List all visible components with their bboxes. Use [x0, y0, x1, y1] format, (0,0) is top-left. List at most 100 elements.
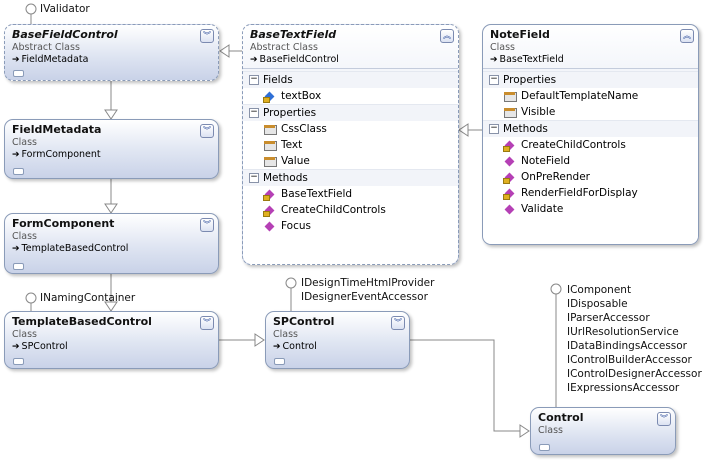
class-box-templatebasedcontrol[interactable]: TemplateBasedControl Class ➔SPControl ︾	[4, 311, 219, 369]
method-icon	[263, 221, 277, 232]
base-type: ➔BaseTextField	[490, 54, 676, 65]
collapse-minus-icon[interactable]: −	[489, 74, 499, 85]
collapse-minus-icon[interactable]: −	[489, 123, 499, 134]
property-icon	[263, 156, 277, 167]
section-header-fields[interactable]: −Fields	[243, 71, 458, 88]
class-box-spcontrol[interactable]: SPControl Class ➔Control ︾	[265, 311, 410, 369]
member-method[interactable]: BaseTextField	[243, 186, 458, 202]
class-kind: Class	[538, 425, 563, 436]
member-name: Focus	[281, 220, 311, 232]
member-property[interactable]: Value	[243, 153, 458, 169]
class-kind: Class	[273, 329, 298, 340]
class-box-control[interactable]: Control Class ︾	[530, 407, 676, 455]
base-type: ➔FormComponent	[12, 149, 196, 160]
collapse-handle-icon[interactable]	[13, 358, 24, 365]
class-name: FieldMetadata	[12, 123, 102, 136]
interface-label: IExpressionsAccessor	[567, 382, 680, 394]
member-property[interactable]: Text	[243, 137, 458, 153]
double-chevron-down-icon[interactable]: ︾	[657, 412, 671, 426]
section-header-properties[interactable]: −Properties	[243, 104, 458, 121]
method-icon	[263, 189, 277, 201]
interface-label: IDataBindingsAccessor	[567, 340, 688, 352]
double-chevron-up-icon[interactable]: ︽	[440, 29, 454, 43]
member-method[interactable]: CreateChildControls	[483, 137, 698, 153]
class-header: SPControl Class ➔Control ︾	[266, 312, 409, 356]
inherit-spcontrol-control	[409, 339, 520, 432]
inherit-arrowhead-6	[219, 44, 230, 58]
member-property[interactable]: DefaultTemplateName	[483, 88, 698, 104]
arrow-right-icon: ➔	[250, 55, 258, 65]
member-property[interactable]: CssClass	[243, 121, 458, 137]
method-icon	[263, 205, 277, 217]
base-type-name: FieldMetadata	[21, 54, 89, 65]
collapse-minus-icon[interactable]: −	[249, 172, 259, 183]
method-icon	[503, 204, 517, 215]
field-icon	[263, 91, 277, 103]
class-name: FormComponent	[12, 217, 115, 230]
class-box-basefieldcontrol[interactable]: BaseFieldControl Abstract Class ➔FieldMe…	[4, 24, 219, 81]
base-type-name: FormComponent	[21, 149, 101, 160]
double-chevron-down-icon[interactable]: ︾	[391, 316, 405, 330]
arrow-right-icon: ➔	[490, 55, 498, 65]
double-chevron-down-icon[interactable]: ︾	[200, 29, 214, 43]
method-icon	[503, 188, 517, 200]
interface-label-idesigntimehtmlprovider: IDesignTimeHtmlProvider	[301, 277, 435, 289]
member-method[interactable]: CreateChildControls	[243, 202, 458, 218]
property-icon	[503, 91, 517, 102]
section-label: Fields	[263, 74, 293, 86]
class-box-fieldmetadata[interactable]: FieldMetadata Class ➔FormComponent ︾	[4, 119, 219, 179]
member-name: BaseTextField	[281, 188, 353, 200]
class-header: TemplateBasedControl Class ➔SPControl ︾	[5, 312, 218, 356]
arrow-right-icon: ➔	[12, 244, 20, 254]
class-header: FieldMetadata Class ➔FormComponent ︾	[5, 120, 218, 164]
double-chevron-up-icon[interactable]: ︽	[680, 29, 694, 43]
double-chevron-down-icon[interactable]: ︾	[200, 316, 214, 330]
member-list: −Fields textBox −Properties CssClass Tex…	[243, 71, 458, 264]
collapse-handle-icon[interactable]	[13, 168, 24, 175]
section-header-methods[interactable]: −Methods	[243, 169, 458, 186]
interface-label: IDisposable	[567, 298, 628, 310]
class-name: TemplateBasedControl	[12, 315, 152, 328]
collapse-handle-icon[interactable]	[13, 263, 24, 270]
member-list: −Properties DefaultTemplateName Visible …	[483, 71, 698, 244]
member-method[interactable]: Validate	[483, 201, 698, 217]
section-label: Properties	[503, 74, 557, 86]
member-method[interactable]: OnPreRender	[483, 169, 698, 185]
class-box-formcomponent[interactable]: FormComponent Class ➔TemplateBasedContro…	[4, 213, 219, 274]
property-icon	[263, 124, 277, 135]
class-name: BaseTextField	[250, 28, 337, 41]
class-kind: Abstract Class	[12, 42, 80, 53]
member-field[interactable]: textBox	[243, 88, 458, 104]
interface-label: IUrlResolutionService	[567, 326, 679, 338]
section-header-properties[interactable]: −Properties	[483, 71, 698, 88]
collapse-minus-icon[interactable]: −	[249, 74, 259, 85]
class-box-basetextfield[interactable]: BaseTextField Abstract Class ➔BaseFieldC…	[242, 24, 459, 265]
inherit-arrowhead-2	[104, 203, 118, 214]
member-method[interactable]: RenderFieldForDisplay	[483, 185, 698, 201]
section-header-methods[interactable]: −Methods	[483, 120, 698, 137]
lollipop-ivalidator-head	[25, 3, 37, 15]
collapse-handle-icon[interactable]	[274, 358, 285, 365]
member-method[interactable]: Focus	[243, 218, 458, 234]
class-box-notefield[interactable]: NoteField Class ➔BaseTextField ︽ −Proper…	[482, 24, 699, 245]
method-icon	[503, 140, 517, 152]
member-name: CssClass	[281, 123, 327, 135]
collapse-minus-icon[interactable]: −	[249, 107, 259, 118]
member-name: CreateChildControls	[521, 139, 626, 151]
member-method[interactable]: NoteField	[483, 153, 698, 169]
class-kind: Class	[12, 329, 37, 340]
interface-label-ivalidator: IValidator	[40, 3, 90, 15]
double-chevron-down-icon[interactable]: ︾	[200, 218, 214, 232]
class-header: Control Class ︾	[531, 408, 675, 452]
collapse-handle-icon[interactable]	[539, 444, 550, 451]
double-chevron-down-icon[interactable]: ︾	[200, 124, 214, 138]
base-type-name: TemplateBasedControl	[21, 243, 129, 254]
class-name: Control	[538, 411, 584, 424]
method-icon	[503, 156, 517, 167]
class-kind: Class	[12, 231, 37, 242]
class-header: BaseTextField Abstract Class ➔BaseFieldC…	[243, 25, 458, 69]
member-property[interactable]: Visible	[483, 104, 698, 120]
collapse-handle-icon[interactable]	[13, 70, 24, 77]
member-name: RenderFieldForDisplay	[521, 187, 638, 199]
